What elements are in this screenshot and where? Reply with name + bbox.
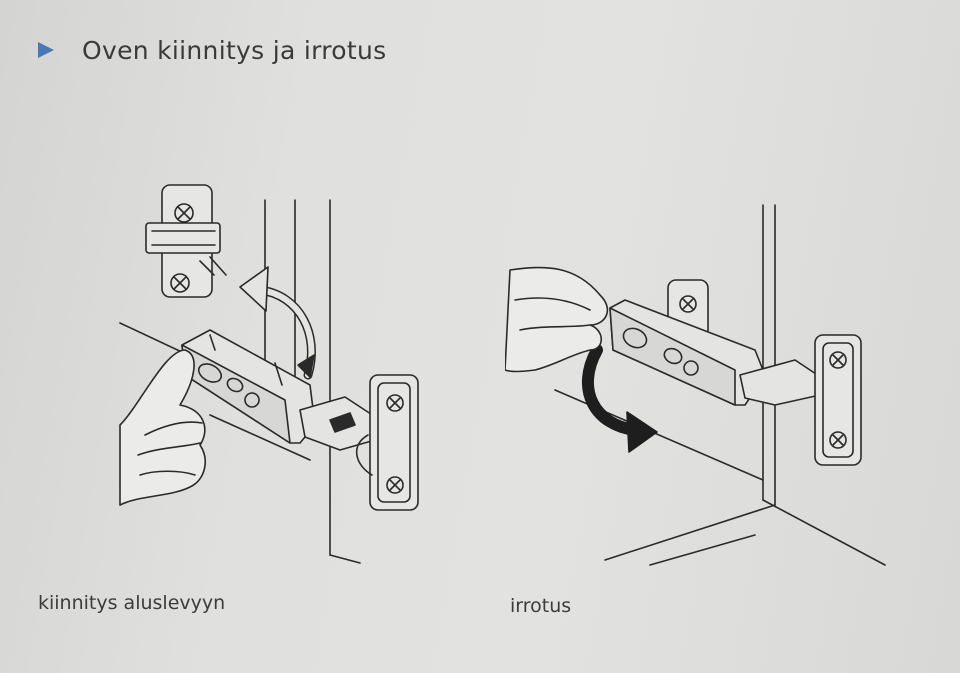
section-title: Oven kiinnitys ja irrotus <box>82 35 387 65</box>
hinge-attach-illustration <box>119 184 419 564</box>
figure-caption-detach: irrotus <box>510 595 572 617</box>
hinge-detach-illustration <box>505 204 886 566</box>
section-heading: Oven kiinnitys ja irrotus <box>36 30 386 70</box>
figure-caption-attach: kiinnitys aluslevyyn <box>38 592 226 614</box>
triangle-bullet-icon <box>38 42 54 58</box>
